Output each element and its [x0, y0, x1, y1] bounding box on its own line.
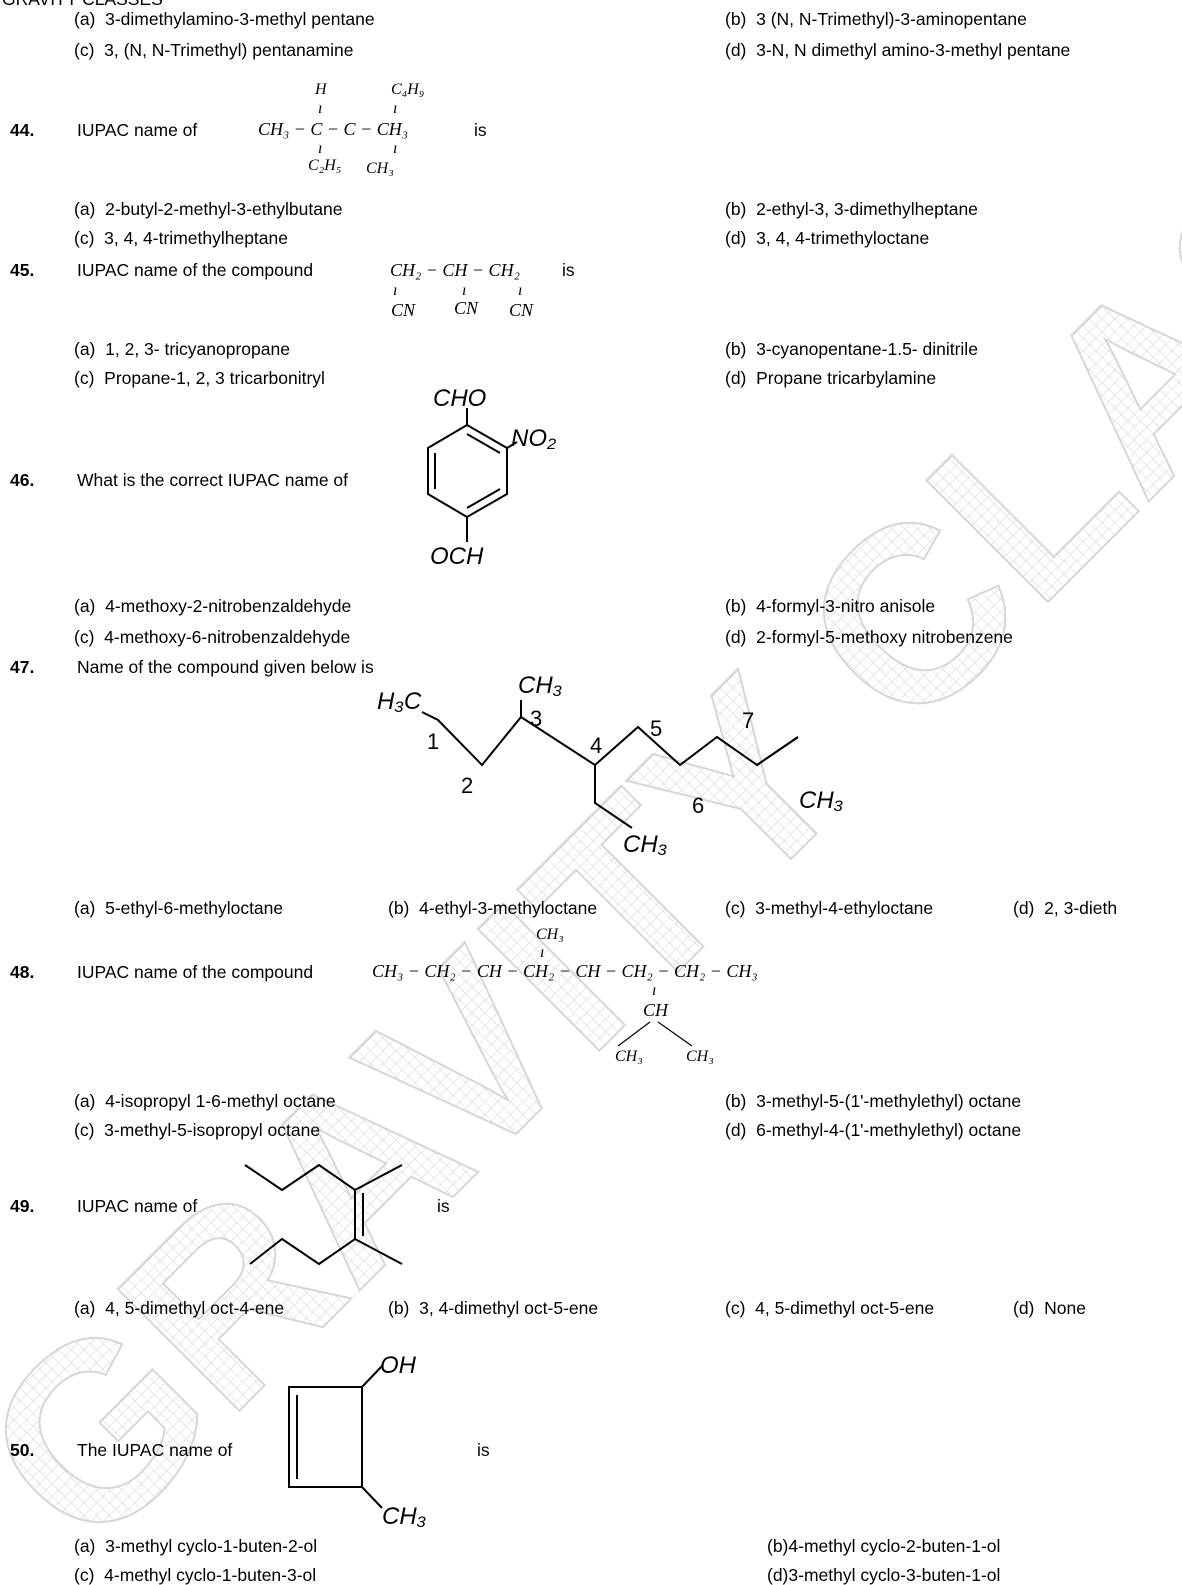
q48-tick2: ı: [652, 982, 657, 999]
q44-tick4: ı: [393, 140, 398, 157]
q44-formula-main: CH₃ − C − C − CH₃: [258, 119, 408, 139]
q47-num-1: 1: [427, 729, 440, 754]
q43-option-b: (b) 3 (N, N-Trimethyl)-3-aminopentane: [725, 9, 1027, 29]
q50-suffix: is: [477, 1440, 490, 1460]
q46-number: 46.: [10, 470, 35, 490]
q43-option-d: (d) 3-N, N dimethyl amino-3-methyl penta…: [725, 40, 1071, 60]
q48-option-b: (b) 3-methyl-5-(1'-methylethyl) octane: [725, 1091, 1022, 1111]
q47-label-ch3-bottom: CH₃: [623, 831, 668, 858]
q47-label-ch3-top: CH₃: [518, 672, 563, 699]
q46-label-och: OCH: [430, 543, 484, 570]
q47-option-c: (c) 3-methyl-4-ethyloctane: [725, 898, 934, 918]
q45-suffix: is: [562, 260, 575, 280]
q48-formula-main: CH₃ − CH₂ − CH − CH₂ − CH − CH₂ − CH₂ − …: [372, 961, 758, 981]
q47-option-b: (b) 4-ethyl-3-methyloctane: [388, 898, 598, 918]
q43-option-a: (a) 3-dimethylamino-3-methyl pentane: [74, 9, 375, 29]
q46-label-no2: NO₂: [511, 425, 557, 452]
q47-num-3: 3: [530, 706, 543, 731]
q50-label-oh: OH: [380, 1352, 416, 1379]
q44-formula-bottom1: C₂H₅: [308, 157, 342, 174]
q50-number: 50.: [10, 1440, 35, 1460]
q44-option-d: (d) 3, 4, 4-trimethyloctane: [725, 228, 930, 248]
q48-formula-left: CH₃: [615, 1048, 643, 1065]
q48-number: 48.: [10, 962, 35, 982]
q49-option-a: (a) 4, 5-dimethyl oct-4-ene: [74, 1298, 285, 1318]
q46-stem: What is the correct IUPAC name of: [77, 470, 349, 490]
q44-option-b: (b) 2-ethyl-3, 3-dimethylheptane: [725, 199, 978, 219]
q48-formula-branch: CH: [643, 1000, 669, 1020]
q47-stem: Name of the compound given below is: [77, 657, 374, 677]
q45-option-c: (c) Propane-1, 2, 3 tricarbonitryl: [74, 368, 325, 388]
q49-option-d: (d) None: [1013, 1298, 1086, 1318]
q47-label-h3c: H₃C: [377, 688, 422, 715]
q50-option-c: (c) 4-methyl cyclo-1-buten-3-ol: [74, 1565, 317, 1585]
q48-formula-top: CH₃: [536, 926, 564, 943]
q45-stem: IUPAC name of the compound: [77, 260, 314, 280]
q47-option-a: (a) 5-ethyl-6-methyloctane: [74, 898, 284, 918]
q49-stem: IUPAC name of: [77, 1196, 198, 1216]
q45-tick1: ı: [393, 282, 398, 299]
q45-tick2: ı: [462, 282, 467, 299]
q46-option-c: (c) 4-methoxy-6-nitrobenzaldehyde: [74, 627, 351, 647]
page-header: GRAVITY CLASSES: [2, 0, 163, 9]
q47-option-d: (d) 2, 3-dieth: [1013, 898, 1118, 918]
q49-option-c: (c) 4, 5-dimethyl oct-5-ene: [725, 1298, 935, 1318]
q47-num-5: 5: [650, 716, 663, 741]
q49-option-b: (b) 3, 4-dimethyl oct-5-ene: [388, 1298, 599, 1318]
q48-tick1: ı: [540, 944, 545, 961]
q48-option-a: (a) 4-isopropyl 1-6-methyl octane: [74, 1091, 336, 1111]
q45-formula-sub3: CN: [509, 300, 534, 320]
q44-tick2: ı: [393, 100, 398, 117]
q47-num-7: 7: [742, 708, 755, 733]
q49-number: 49.: [10, 1196, 35, 1216]
q45-tick3: ı: [518, 282, 523, 299]
q47-label-ch3-right: CH₃: [799, 787, 844, 814]
q44-tick1: ı: [318, 100, 323, 117]
q49-suffix: is: [437, 1196, 450, 1216]
q44-suffix: is: [474, 120, 487, 140]
q50-label-ch3: CH₃: [382, 1503, 427, 1530]
q47-num-2: 2: [461, 773, 474, 798]
q45-option-b: (b) 3-cyanopentane-1.5- dinitrile: [725, 339, 978, 359]
q50-option-b: (b)4-methyl cyclo-2-buten-1-ol: [767, 1536, 1001, 1556]
q45-formula-sub1: CN: [391, 300, 416, 320]
q48-option-d: (d) 6-methyl-4-(1'-methylethyl) octane: [725, 1120, 1022, 1140]
q47-num-6: 6: [692, 793, 705, 818]
q50-stem: The IUPAC name of: [77, 1440, 233, 1460]
q46-option-a: (a) 4-methoxy-2-nitrobenzaldehyde: [74, 596, 352, 616]
q44-stem: IUPAC name of: [77, 120, 198, 140]
q45-number: 45.: [10, 260, 35, 280]
q44-formula-top1: H: [315, 81, 327, 98]
q50-option-d: (d)3-methyl cyclo-3-buten-1-ol: [767, 1565, 1001, 1585]
q48-option-c: (c) 3-methyl-5-isopropyl octane: [74, 1120, 321, 1140]
q47-number: 47.: [10, 657, 35, 677]
q44-option-a: (a) 2-butyl-2-methyl-3-ethylbutane: [74, 199, 343, 219]
q46-benzene-ring: [427, 408, 518, 542]
q44-option-c: (c) 3, 4, 4-trimethylheptane: [74, 228, 288, 248]
q44-number: 44.: [10, 120, 35, 140]
q45-option-d: (d) Propane tricarbylamine: [725, 368, 937, 388]
q43-option-c: (c) 3, (N, N-Trimethyl) pentanamine: [74, 40, 354, 60]
q48-formula-right: CH₃: [686, 1048, 714, 1065]
q45-formula-sub2: CN: [454, 298, 479, 318]
q46-option-b: (b) 4-formyl-3-nitro anisole: [725, 596, 936, 616]
q44-formula-bottom2: CH₃: [366, 160, 394, 177]
q46-option-d: (d) 2-formyl-5-methoxy nitrobenzene: [725, 627, 1013, 647]
q45-formula-main: CH₂ − CH − CH₂: [390, 260, 520, 280]
q46-label-cho: CHO: [433, 385, 487, 412]
q47-num-4: 4: [590, 733, 603, 758]
q50-option-a: (a) 3-methyl cyclo-1-buten-2-ol: [74, 1536, 318, 1556]
q45-option-a: (a) 1, 2, 3- tricyanopropane: [74, 339, 290, 359]
q48-stem: IUPAC name of the compound: [77, 962, 314, 982]
q44-formula-top2: C₄H₉: [391, 81, 425, 98]
q44-tick3: ı: [318, 140, 323, 157]
